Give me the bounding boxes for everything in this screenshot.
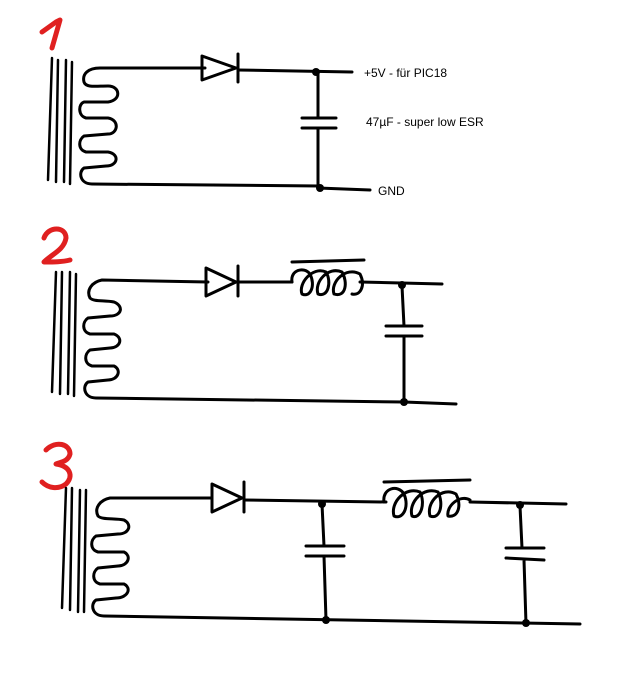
- circuit-3-number: [39, 441, 73, 491]
- transformer-core-1: [46, 56, 74, 186]
- junction-node-3d: [522, 619, 530, 627]
- junction-node-2a: [398, 281, 406, 289]
- ground-wire-2: [402, 400, 458, 406]
- supply-wire-1: [236, 68, 354, 74]
- junction-node-1b: [316, 184, 324, 192]
- junction-node-3c: [516, 501, 524, 509]
- capacitor-label: 47µF - super low ESR: [366, 115, 484, 129]
- transformer-winding-3: [90, 496, 582, 626]
- junction-node-1a: [312, 68, 320, 76]
- ground-wire-1: [316, 186, 372, 192]
- capacitor-2: [384, 284, 424, 404]
- junction-node-2b: [400, 398, 408, 406]
- diode-2: [204, 264, 240, 298]
- diode-1: [200, 52, 240, 84]
- series-wire-3: [242, 498, 388, 504]
- capacitor-3a: [304, 502, 346, 622]
- capacitor-3b: [504, 504, 546, 626]
- inductor-3: [382, 478, 472, 519]
- circuit-3-number-text: 3: [0, 0, 7, 3]
- transformer-core-2: [50, 270, 78, 398]
- diode-3: [210, 480, 246, 514]
- circuit-3: 3: [0, 0, 582, 627]
- inductor-2: [290, 258, 366, 297]
- circuit-2: 2: [41, 226, 458, 406]
- junction-node-3a: [318, 500, 326, 508]
- transformer-winding-2: [82, 278, 406, 404]
- transformer-winding-1: [78, 66, 322, 188]
- supply-label: +5V - für PIC18: [364, 66, 447, 80]
- ground-label: GND: [378, 184, 405, 198]
- circuit-2-number: [41, 226, 73, 265]
- capacitor-1: [300, 70, 338, 190]
- circuit-1-number: [39, 17, 63, 51]
- junction-node-3b: [322, 616, 330, 624]
- transformer-core-3: [60, 486, 88, 614]
- circuit-1: 1 +5V - für PIC18 47µF - super low ESR G…: [39, 17, 484, 198]
